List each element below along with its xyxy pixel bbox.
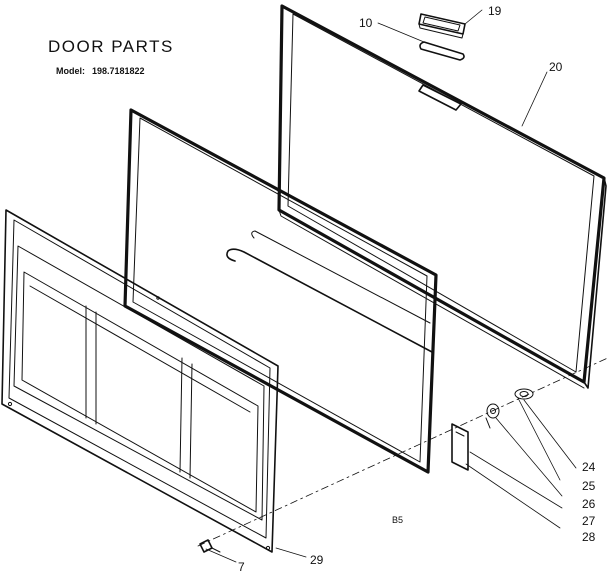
door-screw [199, 539, 221, 553]
model-number: 198.7181822 [92, 66, 145, 76]
outer-door-panel [277, 4, 607, 389]
door-glass-frame [123, 108, 438, 474]
callout-26: 26 [582, 497, 596, 511]
leader-lines [205, 9, 577, 563]
callout-27: 27 [582, 514, 596, 528]
callout-24: 24 [582, 460, 596, 474]
callout-25: 25 [582, 479, 596, 493]
model-label: Model: [56, 66, 85, 76]
callout-20: 20 [549, 60, 563, 74]
callout-29: 29 [310, 553, 324, 567]
handle-gasket [419, 41, 465, 61]
hinge-hardware [485, 388, 534, 429]
hinge-rod [226, 230, 433, 353]
alignment-centerline [197, 357, 608, 547]
callout-19: 19 [488, 4, 502, 18]
callout-7: 7 [238, 560, 245, 573]
inner-door-liner [1, 209, 279, 553]
door-handle [418, 13, 466, 39]
hinge-plate [451, 423, 469, 471]
callout-10: 10 [359, 16, 373, 30]
diagram-title: DOOR PARTS [48, 37, 174, 56]
figure-code: B5 [392, 515, 403, 525]
callout-28: 28 [582, 530, 596, 544]
